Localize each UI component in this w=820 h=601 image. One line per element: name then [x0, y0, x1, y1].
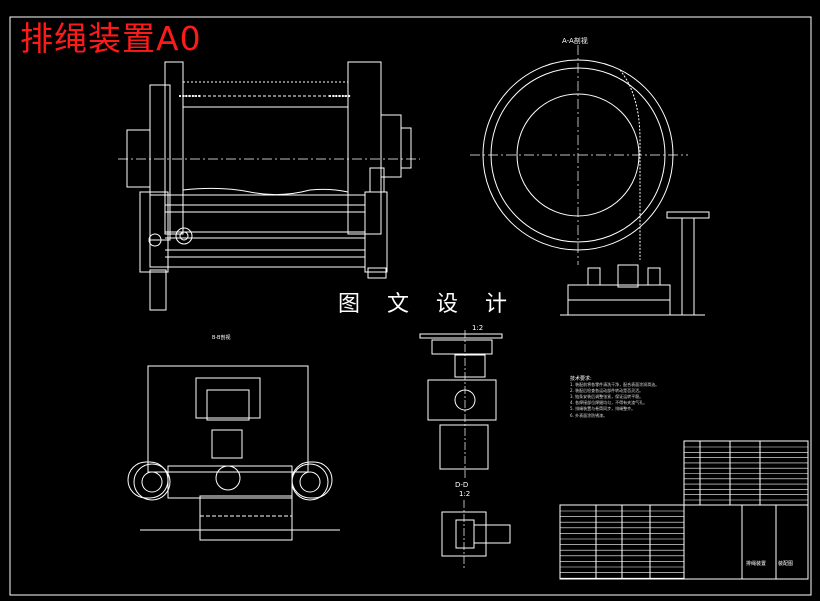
note-line: 3. 链条安装后调整张紧，保证运转平稳。 — [570, 394, 644, 400]
chain-link — [178, 94, 182, 98]
chain-link — [348, 94, 351, 98]
section-c-scale: 1:2 — [472, 324, 484, 332]
chain-link — [341, 94, 344, 98]
chain-link — [332, 94, 335, 98]
chain-link — [188, 94, 191, 98]
section-c-detail — [419, 330, 503, 480]
chain-link — [182, 94, 185, 98]
parts-list-and-title-block — [559, 440, 809, 580]
note-line: 6. 外表面涂防锈漆。 — [570, 412, 608, 418]
note-line: 4. 各焊接部位焊缝均匀，不得有夹渣气孔。 — [570, 400, 648, 406]
technical-requirements: 技术要求: 1. 装配前将各零件清洗干净，配合表面涂润滑油。 2. 装配后检查各… — [570, 376, 730, 419]
chain-link — [191, 94, 194, 98]
view-b-detail — [127, 365, 340, 541]
notes-heading: 技术要求: — [570, 376, 592, 382]
note-line: 2. 装配后检查各运动部件转动是否灵活。 — [570, 388, 644, 394]
chain-link — [344, 94, 348, 98]
drawing-frame — [9, 16, 812, 596]
chain-link — [185, 94, 188, 98]
note-line: 1. 装配前将各零件清洗干净，配合表面涂润滑油。 — [570, 382, 660, 388]
section-dd-scale: 1:2 — [459, 490, 471, 498]
watermark-text: 图 文 设 计 — [338, 292, 517, 317]
drawing-title: 排绳装置A0 — [20, 19, 202, 58]
chain-link — [328, 94, 332, 98]
title-block-drawing-no: 装配图 — [778, 561, 794, 567]
view-b-label: B-B剖视 — [212, 335, 231, 341]
title-block-name: 排绳装置 — [746, 561, 767, 567]
chain-link — [335, 94, 338, 98]
chain-link — [198, 94, 201, 98]
chain-link — [338, 94, 341, 98]
front-view — [118, 61, 420, 311]
section-dd-label: D-D — [455, 481, 469, 489]
note-line: 5. 排绳装置与卷筒同步，排绳整齐。 — [570, 406, 636, 412]
chain-link — [194, 94, 198, 98]
section-aa-label: A-A剖视 — [562, 37, 588, 45]
section-aa-view — [470, 45, 710, 316]
section-dd-detail — [441, 500, 511, 570]
